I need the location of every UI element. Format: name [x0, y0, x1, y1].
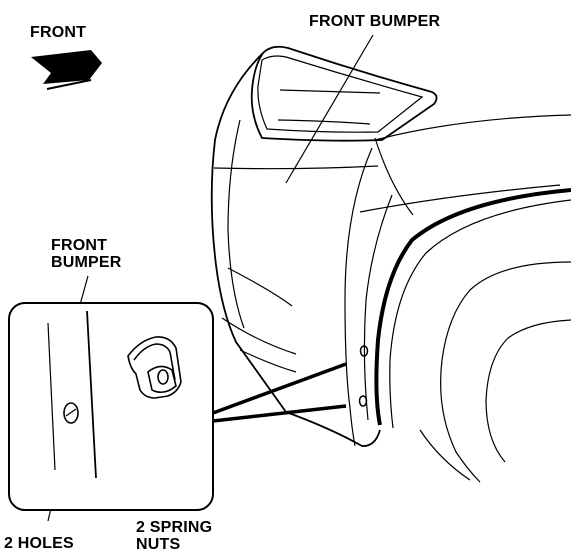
- front-bumper-body: [210, 45, 438, 447]
- front-bumper-label-detail: FRONT BUMPER: [51, 237, 122, 271]
- front-direction-label: FRONT: [30, 24, 87, 41]
- holes-label: 2 HOLES: [4, 535, 74, 552]
- spring-nuts-label: 2 SPRING NUTS: [136, 519, 212, 553]
- bumper-flange-holes: [358, 345, 369, 407]
- spring-nuts-label-line1: 2 SPRING: [136, 519, 213, 536]
- front-bumper-label-main: FRONT BUMPER: [309, 13, 441, 30]
- front-arrow-icon: [31, 50, 102, 90]
- fender-outline: [359, 114, 571, 483]
- front-bumper-label-detail-line2: BUMPER: [51, 254, 122, 271]
- detail-inset: [8, 302, 214, 511]
- front-bumper-label-detail-line1: FRONT: [51, 237, 108, 254]
- spring-nuts-label-line2: NUTS: [136, 536, 181, 553]
- spring-nut-clip: [127, 336, 182, 399]
